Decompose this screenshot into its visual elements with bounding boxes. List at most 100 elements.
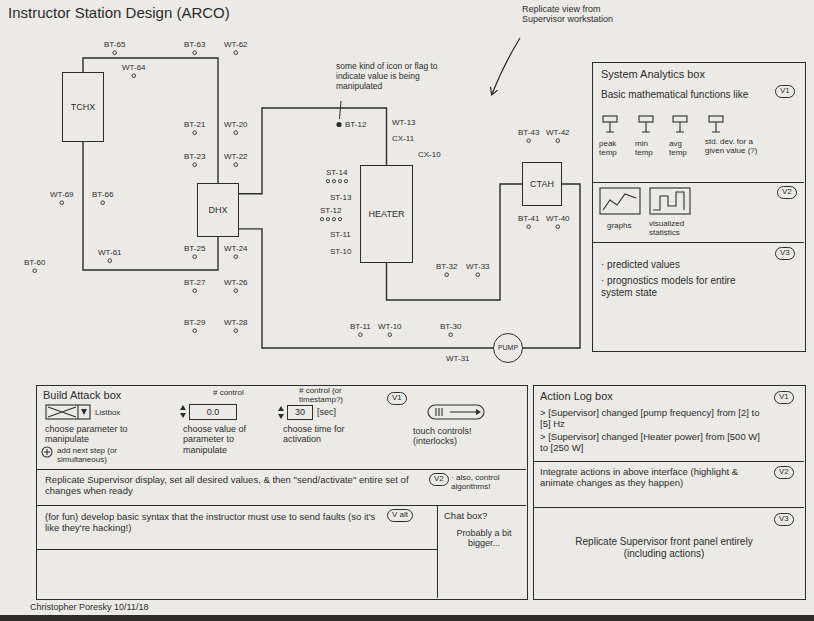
sensor-dot	[33, 269, 37, 273]
sensor-tag: BT-60	[24, 258, 45, 267]
note-text: (for fun) develop basic syntax that the …	[45, 512, 381, 534]
version-band: V2graphsvisualized statistics	[593, 183, 804, 243]
toggle-icon	[476, 409, 481, 415]
pipe-line	[387, 184, 523, 300]
sensor-tag: WT-13	[392, 118, 416, 127]
sensor-tag: WT-20	[224, 120, 248, 129]
version-band: V1Listboxchoose parameter to manipulatea…	[37, 386, 526, 470]
note-text: · prognostics models for entire system s…	[601, 275, 751, 298]
component-box: CTAH	[522, 162, 562, 206]
sensor-tag: BT-63	[184, 40, 205, 49]
add-step-icon	[44, 449, 50, 455]
sensor-dot	[332, 180, 335, 183]
sensor-dot	[132, 74, 136, 78]
sensor-tag: WT-69	[50, 190, 74, 199]
component-label: HEATER	[369, 209, 405, 219]
sensor-dot	[193, 51, 197, 55]
note-text: std. dev. for a given value (?)	[705, 137, 761, 155]
graph-icon	[603, 194, 636, 210]
sensor-dot	[234, 329, 238, 333]
toggle-icon	[436, 408, 476, 416]
sensor-dot	[556, 225, 560, 229]
sensor-dot	[193, 289, 197, 293]
version-badge: V2	[774, 466, 794, 479]
note-text: graphs	[607, 221, 631, 230]
note-text: > [Supervisor] changed [pump frequency] …	[540, 408, 766, 430]
sensor-dot	[193, 131, 197, 135]
sensor-tag: WT-33	[466, 262, 490, 271]
statistics-icon	[653, 192, 684, 210]
listbox-icon	[46, 405, 90, 419]
panel-box: System Analytics boxV1Basic mathematical…	[592, 62, 806, 352]
sensor-dot	[445, 273, 449, 277]
version-band: V2Replicate Supervisor display, set all …	[37, 470, 526, 506]
sensor-dot	[359, 333, 363, 337]
version-band: V3· predicted values· prognostics models…	[593, 243, 804, 350]
component-box: DHX	[197, 183, 239, 237]
sensor-tag: BT-11	[350, 322, 371, 331]
sensor-tag: BT-29	[184, 318, 205, 327]
sensor-tag: WT-62	[224, 40, 248, 49]
input-box: 30	[287, 405, 313, 420]
sensor-tag: BT-43	[518, 128, 539, 137]
sensor-tag: ST-14	[326, 168, 347, 177]
panel-box: Action Log box V1 > [Supervisor] changed […	[533, 385, 806, 600]
version-badge: V1	[774, 391, 794, 404]
sensor-tag: ST-13	[330, 193, 351, 202]
note-text: # control	[213, 388, 244, 397]
version-badge: V3	[775, 247, 795, 260]
component-label: PUMP	[498, 344, 518, 352]
sensor-tag: WT-24	[224, 244, 248, 253]
note-text: · also, control algorithms!	[451, 473, 525, 492]
sensor-dot	[193, 163, 197, 167]
slider-icon	[709, 116, 723, 122]
spinner-icon	[180, 413, 186, 418]
sensor-tag: ST-10	[330, 247, 351, 256]
version-band: V1Basic mathematical functions likepeak …	[593, 85, 804, 183]
sensor-dot	[476, 273, 480, 277]
input-box: 0.0	[189, 404, 237, 420]
note-text: Listbox	[95, 408, 120, 417]
note-text: > [Supervisor] changed [Heater power] fr…	[540, 432, 766, 454]
sensor-tag: WT-26	[224, 278, 248, 287]
version-badge: V1	[387, 392, 407, 405]
note-text: # control (or timestamp?)	[299, 386, 371, 404]
note-text: [sec]	[317, 407, 336, 417]
note-text: Replicate Supervisor front panel entirel…	[574, 536, 754, 559]
listbox-icon	[81, 409, 87, 415]
panel-heading: Action Log box	[540, 390, 613, 403]
pipe-line	[239, 229, 493, 348]
note-text: choose value of parameter to manipulate	[183, 424, 275, 455]
sensor-dot	[449, 333, 453, 337]
version-band: V alt (for fun) develop basic syntax that…	[37, 506, 437, 550]
sensor-dot	[234, 51, 238, 55]
sensor-dot	[527, 225, 531, 229]
sensor-dot	[320, 218, 323, 221]
sensor-tag: BT-65	[104, 40, 125, 49]
panel-box: Build Attack boxV1Listboxchoose paramete…	[36, 385, 528, 600]
sensor-tag: BT-25	[184, 244, 205, 253]
component-label: 0.0	[207, 407, 220, 417]
sensor-dot	[527, 139, 531, 143]
sensor-dot	[388, 333, 392, 337]
note-text: peak temp	[599, 139, 633, 157]
version-badge: V alt	[387, 509, 413, 522]
version-badge: V3	[774, 513, 794, 526]
version-badge: V2	[777, 186, 797, 199]
sensor-dot	[326, 180, 329, 183]
sensor-dot	[101, 201, 105, 205]
spinner-icon	[278, 406, 284, 411]
note-text: add next step (or simultaneous)	[57, 446, 167, 464]
sensor-tag: WT-28	[224, 318, 248, 327]
sensor-tag: CX-10	[418, 150, 441, 159]
spinner-icon	[278, 414, 284, 419]
note-text: choose time for activation	[283, 424, 369, 445]
statistics-icon	[650, 188, 690, 214]
slider-icon	[606, 122, 614, 132]
graph-icon	[600, 188, 640, 214]
sensor-tag: BT-12	[345, 120, 366, 129]
sensor-dot	[60, 201, 64, 205]
slider-icon	[603, 116, 617, 122]
slider-icon	[673, 116, 687, 122]
